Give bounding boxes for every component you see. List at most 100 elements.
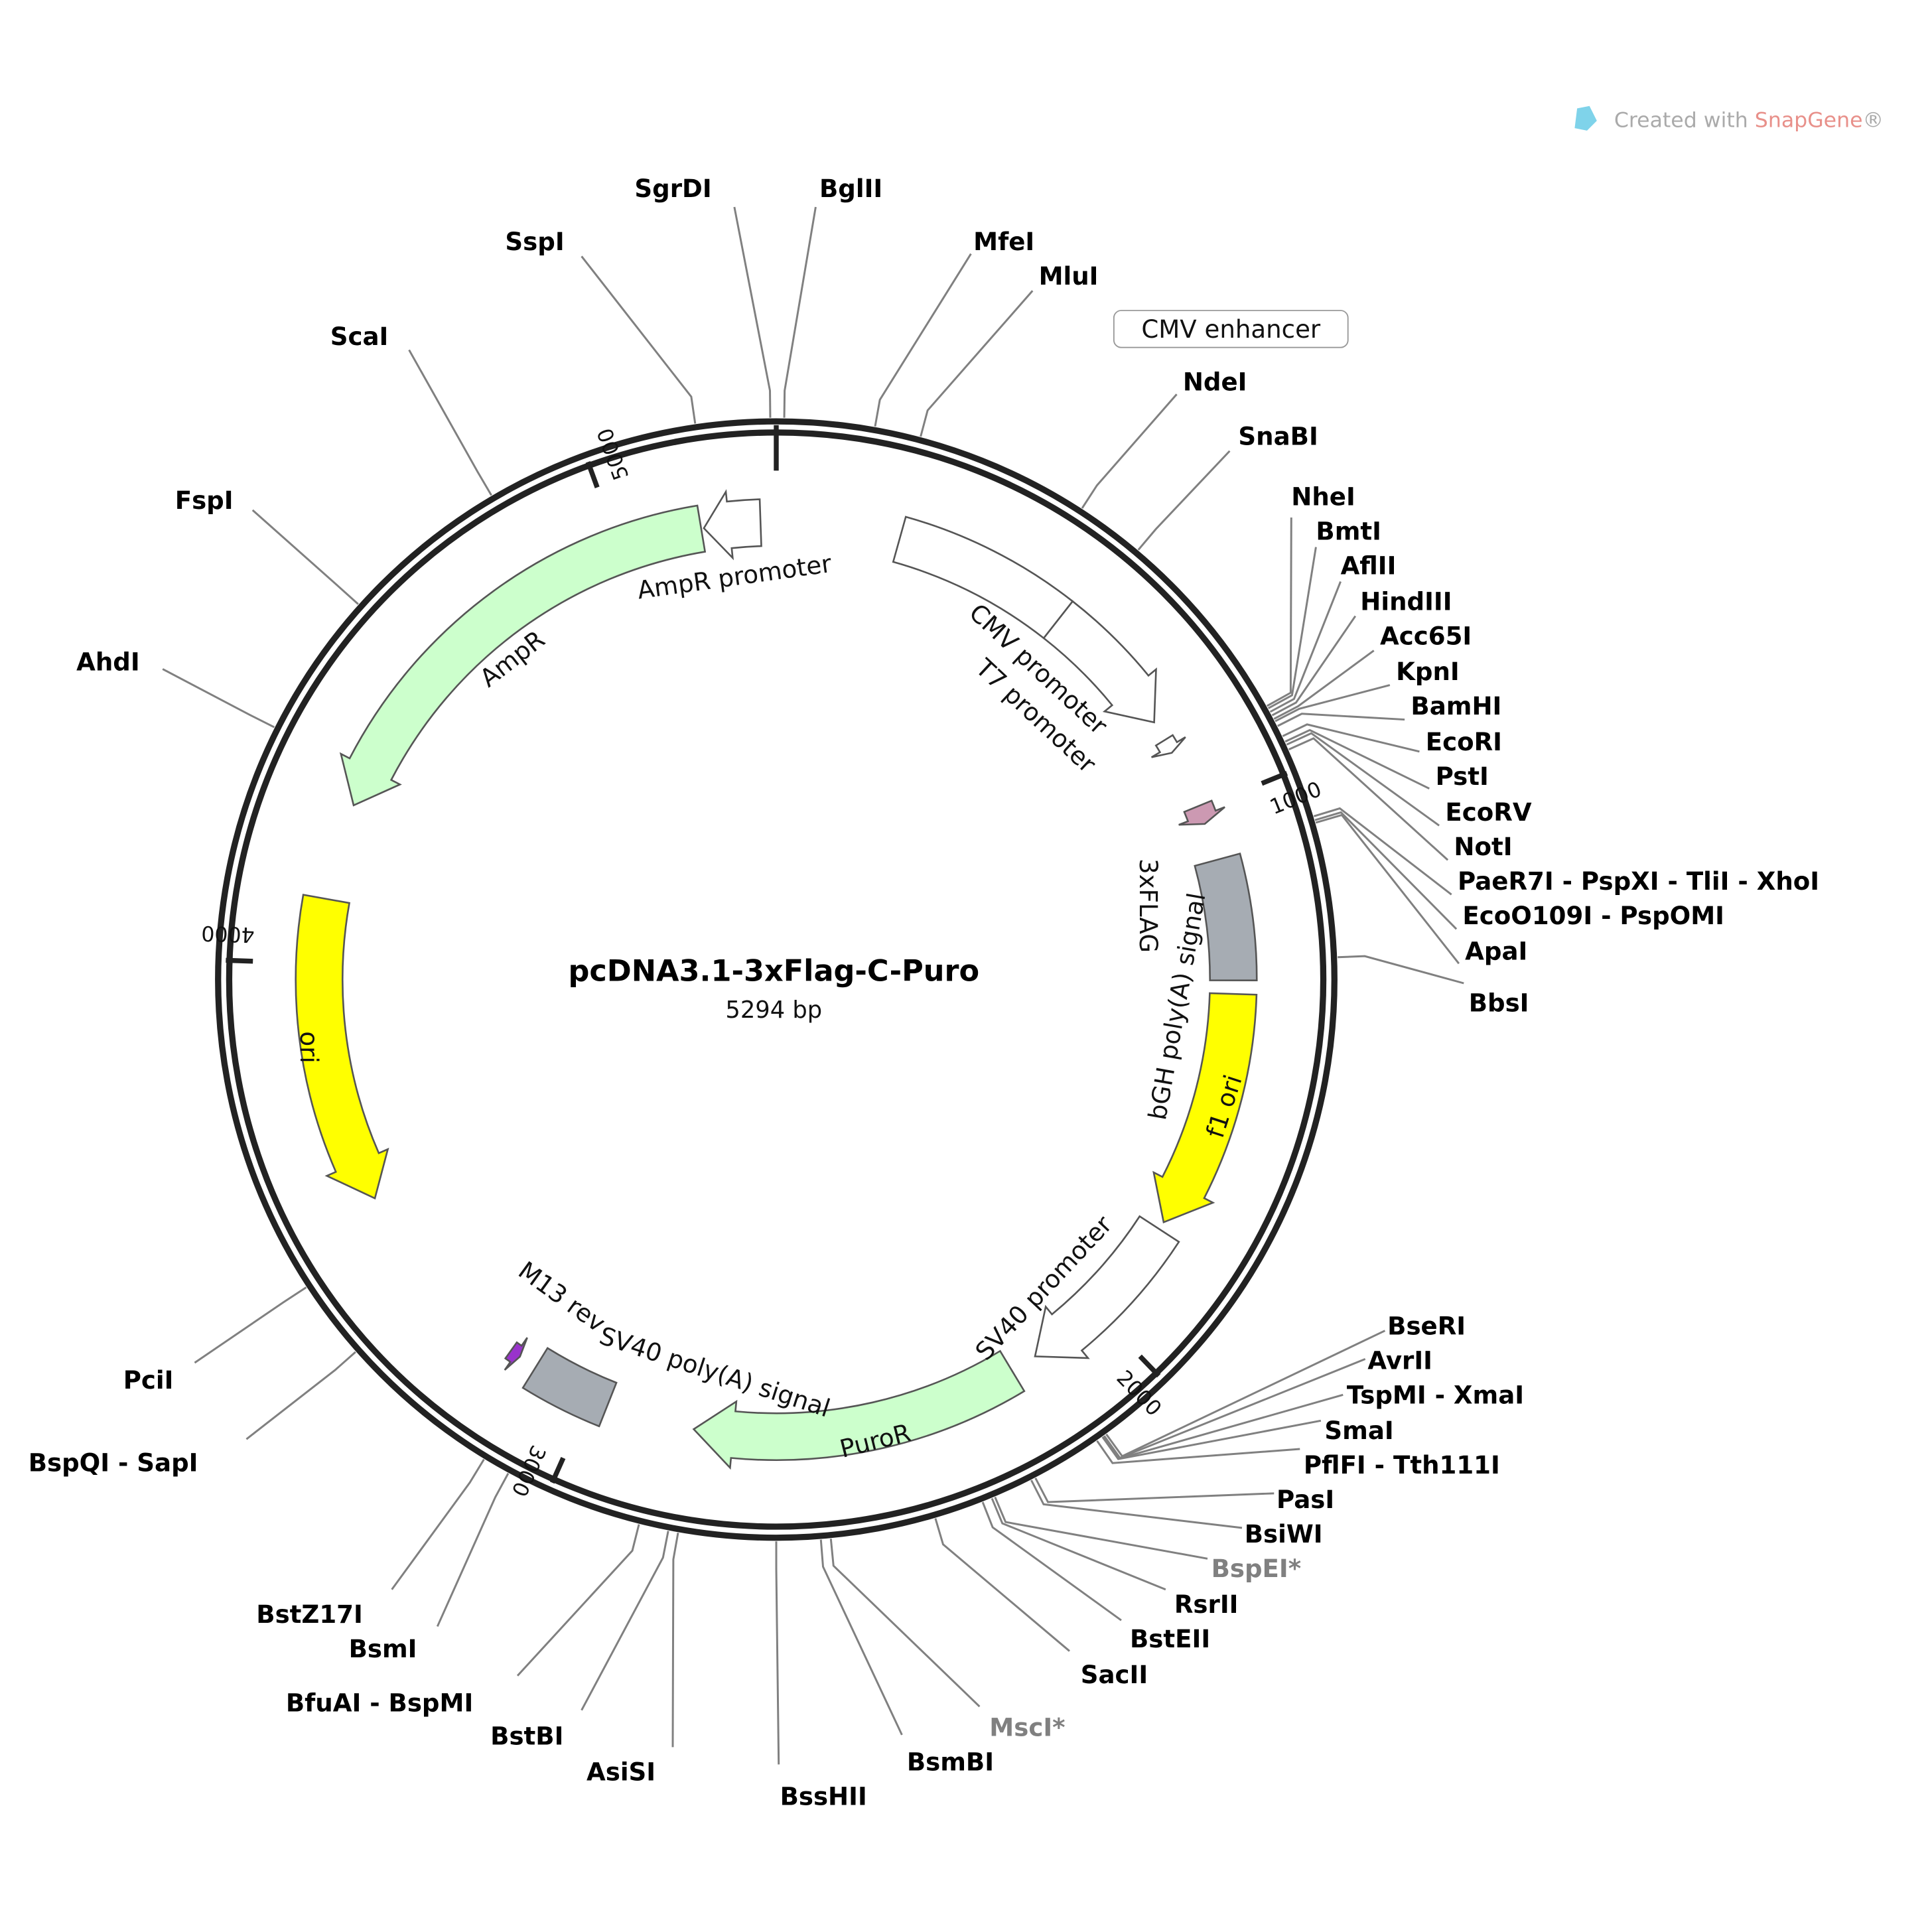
- snapgene-watermark: Created with SnapGene®: [1574, 105, 1884, 132]
- enzyme-site-line: [1030, 1480, 1243, 1529]
- enzyme-label[interactable]: EcoO109I - PspOMI: [1462, 902, 1724, 930]
- enzyme-site-line: [391, 1458, 485, 1590]
- tick-mark: [226, 957, 253, 964]
- enzyme-label[interactable]: PasI: [1276, 1485, 1334, 1514]
- enzyme-label[interactable]: SacII: [1081, 1661, 1148, 1689]
- enzyme-label[interactable]: EcoRV: [1445, 798, 1531, 827]
- enzyme-site-line: [1271, 615, 1357, 717]
- enzyme-site-line: [994, 1496, 1208, 1560]
- feature-sv40-promoter[interactable]: [1034, 1215, 1180, 1359]
- enzyme-label[interactable]: MscI*: [989, 1714, 1065, 1742]
- enzyme-site-line: [1338, 955, 1464, 985]
- enzyme-label[interactable]: BbsI: [1469, 989, 1529, 1018]
- feature-sv40-poly-a-signal[interactable]: [521, 1347, 618, 1428]
- enzyme-label[interactable]: TspMI - XmaI: [1347, 1381, 1524, 1409]
- enzyme-label[interactable]: BamHI: [1411, 692, 1501, 721]
- feature-t7-promoter[interactable]: [1150, 734, 1186, 758]
- enzyme-label[interactable]: BmtI: [1316, 517, 1381, 545]
- enzyme-label[interactable]: SmaI: [1324, 1416, 1393, 1445]
- enzyme-label[interactable]: AflII: [1341, 551, 1397, 580]
- enzyme-site-line: [1286, 732, 1440, 827]
- feature-f1-ori[interactable]: [1152, 992, 1258, 1223]
- enzyme-label[interactable]: AhdI: [76, 648, 140, 676]
- enzyme-label[interactable]: BfuAI - BspMI: [286, 1689, 473, 1718]
- 3xflag-label[interactable]: 3xFLAG: [1134, 859, 1162, 953]
- ori-label[interactable]: ori: [295, 1031, 323, 1063]
- enzyme-label[interactable]: Acc65I: [1380, 622, 1472, 650]
- enzyme-site-line: [733, 206, 772, 418]
- enzyme-label[interactable]: PstI: [1436, 762, 1489, 791]
- enzyme-label[interactable]: AvrII: [1367, 1346, 1432, 1375]
- enzyme-label[interactable]: SgrDI: [634, 174, 711, 203]
- enzyme-label[interactable]: BstBI: [490, 1722, 563, 1751]
- tick-mark: [1138, 1354, 1161, 1378]
- plasmid-name: pcDNA3.1-3xFlag-C-Puro: [568, 953, 979, 988]
- feature-bgh-poly-a-signal[interactable]: [1194, 852, 1258, 982]
- enzyme-site-line: [1314, 811, 1458, 930]
- enzyme-site-line: [934, 1518, 1070, 1652]
- enzyme-site-line: [819, 1539, 903, 1736]
- enzyme-label[interactable]: MluI: [1039, 262, 1099, 291]
- enzyme-label[interactable]: NotI: [1454, 833, 1512, 861]
- enzyme-label[interactable]: SnaBI: [1238, 422, 1318, 450]
- enzyme-label[interactable]: ApaI: [1465, 937, 1527, 966]
- enzyme-label[interactable]: HindIII: [1360, 587, 1452, 616]
- enzyme-site-line: [783, 206, 817, 418]
- feature-puror[interactable]: [692, 1349, 1026, 1470]
- enzyme-site-line: [1266, 517, 1292, 707]
- enzyme-label[interactable]: MfeI: [973, 228, 1034, 256]
- tick-mark: [549, 1456, 566, 1484]
- enzyme-label[interactable]: PciI: [123, 1366, 174, 1395]
- enzyme-label[interactable]: PaeR7I - PspXI - TliI - XhoI: [1458, 867, 1819, 896]
- enzyme-label[interactable]: NheI: [1291, 482, 1355, 511]
- snapgene-logo-icon: [1574, 105, 1597, 131]
- enzyme-site-line: [981, 1501, 1122, 1622]
- enzyme-label[interactable]: NdeI: [1183, 368, 1247, 397]
- enzyme-site-line: [581, 1531, 669, 1711]
- enzyme-site-line: [874, 253, 972, 427]
- enzyme-site-line: [1096, 1440, 1300, 1464]
- m13-rev-label[interactable]: M13 rev: [513, 1256, 610, 1338]
- feature-ori[interactable]: [295, 894, 389, 1200]
- enzyme-label[interactable]: BglII: [819, 174, 882, 203]
- enzyme-label[interactable]: BseRI: [1387, 1312, 1466, 1340]
- feature-cmv-promoter[interactable]: [1042, 600, 1157, 724]
- enzyme-label[interactable]: BssHII: [780, 1783, 867, 1811]
- cmv-enhancer-text: CMV enhancer: [1141, 315, 1321, 344]
- enzyme-label[interactable]: EcoRI: [1426, 728, 1502, 756]
- enzyme-site-line: [1284, 728, 1430, 790]
- enzyme-label[interactable]: BsmI: [349, 1635, 417, 1663]
- feature-3xflag[interactable]: [1178, 799, 1225, 826]
- enzyme-label[interactable]: BsmBI: [907, 1748, 994, 1777]
- feature-m13-rev[interactable]: [504, 1337, 528, 1371]
- tick-mark: [585, 461, 600, 488]
- enzyme-site-line: [581, 255, 697, 424]
- enzyme-site-line: [408, 349, 492, 496]
- enzyme-site-line: [162, 668, 275, 728]
- cmv-enhancer-label[interactable]: CMV enhancer: [1113, 310, 1349, 348]
- enzyme-label[interactable]: BstEII: [1130, 1625, 1210, 1653]
- feature-ampr-promoter[interactable]: [703, 489, 762, 561]
- plasmid-length: 5294 bp: [725, 997, 822, 1024]
- sv40-polya-label[interactable]: SV40 poly(A) signal: [596, 1322, 833, 1423]
- enzyme-label[interactable]: PflFI - Tth111I: [1304, 1451, 1500, 1480]
- enzyme-label[interactable]: SspI: [505, 228, 564, 256]
- feature-ampr[interactable]: [339, 504, 707, 807]
- enzyme-label[interactable]: BspEI*: [1211, 1554, 1302, 1583]
- enzyme-label[interactable]: BsiWI: [1245, 1520, 1323, 1549]
- enzyme-label[interactable]: BstZ17I: [256, 1600, 363, 1629]
- enzyme-site-line: [1103, 1358, 1366, 1460]
- enzyme-label[interactable]: KpnI: [1396, 657, 1460, 686]
- enzyme-label[interactable]: AsiSI: [586, 1758, 656, 1787]
- enzyme-site-line: [1282, 723, 1420, 753]
- enzyme-label[interactable]: ScaI: [330, 322, 389, 351]
- enzyme-label[interactable]: FspI: [175, 486, 234, 515]
- enzyme-site-line: [1313, 807, 1452, 896]
- enzyme-label[interactable]: RsrII: [1174, 1590, 1239, 1619]
- enzyme-site-line: [1034, 1478, 1275, 1503]
- enzyme-label[interactable]: BspQI - SapI: [29, 1448, 198, 1477]
- enzyme-site-line: [194, 1286, 307, 1364]
- enzyme-site-line: [1288, 737, 1449, 861]
- enzyme-site-line: [1275, 684, 1391, 723]
